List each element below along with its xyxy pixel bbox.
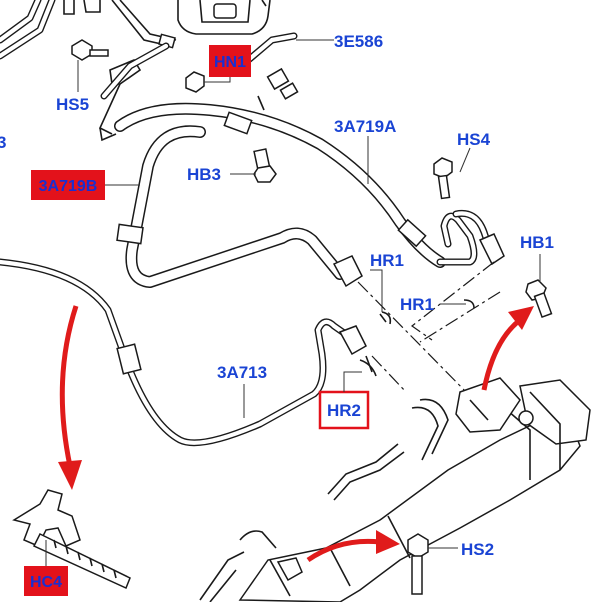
dashed-guide-lines bbox=[357, 261, 501, 399]
bolt-hb3 bbox=[253, 148, 277, 183]
leader-hs4 bbox=[459, 147, 471, 173]
leader-hr1-top bbox=[370, 269, 383, 312]
pressure-pipe-top bbox=[100, 32, 298, 100]
leader-hr2 bbox=[343, 371, 362, 392]
pipe-3a713 bbox=[0, 258, 377, 447]
label-3a719a: 3A719A bbox=[334, 117, 396, 136]
bolt-hs4 bbox=[433, 157, 453, 200]
label-hs4: HS4 bbox=[457, 130, 491, 149]
steering-rack bbox=[199, 377, 591, 602]
nut-hn1 bbox=[185, 71, 205, 93]
bolt-hs2 bbox=[407, 533, 429, 595]
hn1-highlight bbox=[209, 45, 251, 77]
seal-hr1-mid bbox=[463, 299, 475, 309]
arrow-right-up bbox=[481, 306, 534, 391]
label-hb3: HB3 bbox=[187, 165, 221, 184]
hose-3a719b bbox=[116, 125, 363, 288]
label-left-edge: 3 bbox=[0, 133, 6, 152]
arrow-bottom-right bbox=[306, 530, 400, 563]
hc4-highlight bbox=[24, 566, 68, 596]
pump-assembly bbox=[177, 0, 271, 35]
seal-hr1-upper bbox=[379, 311, 392, 325]
upper-left-pipes bbox=[0, 0, 177, 60]
bracket-left bbox=[98, 58, 142, 142]
arrow-left-down bbox=[58, 305, 82, 490]
label-hr1-mid: HR1 bbox=[400, 295, 434, 314]
bolt-hb1 bbox=[525, 279, 553, 319]
label-hr1-top: HR1 bbox=[370, 251, 404, 270]
label-hn1: HN1 bbox=[214, 54, 246, 71]
label-hb1: HB1 bbox=[520, 233, 554, 252]
label-hc4: HC4 bbox=[30, 574, 62, 591]
fitting-3e586 bbox=[257, 67, 299, 111]
label-3e586: 3E586 bbox=[334, 32, 383, 51]
label-3a713: 3A713 bbox=[217, 363, 267, 382]
p3a719b-highlight bbox=[31, 170, 105, 200]
leader-hn1 bbox=[204, 77, 231, 83]
label-hr2: HR2 bbox=[327, 401, 361, 420]
bolt-hs5 bbox=[71, 39, 109, 61]
label-hs5: HS5 bbox=[56, 95, 89, 114]
label-3a719b: 3A719B bbox=[39, 178, 98, 195]
label-hs2: HS2 bbox=[461, 540, 494, 559]
hose-3a719a bbox=[114, 102, 446, 268]
return-loop-pipe bbox=[436, 209, 505, 266]
clip-hc4 bbox=[12, 489, 131, 590]
